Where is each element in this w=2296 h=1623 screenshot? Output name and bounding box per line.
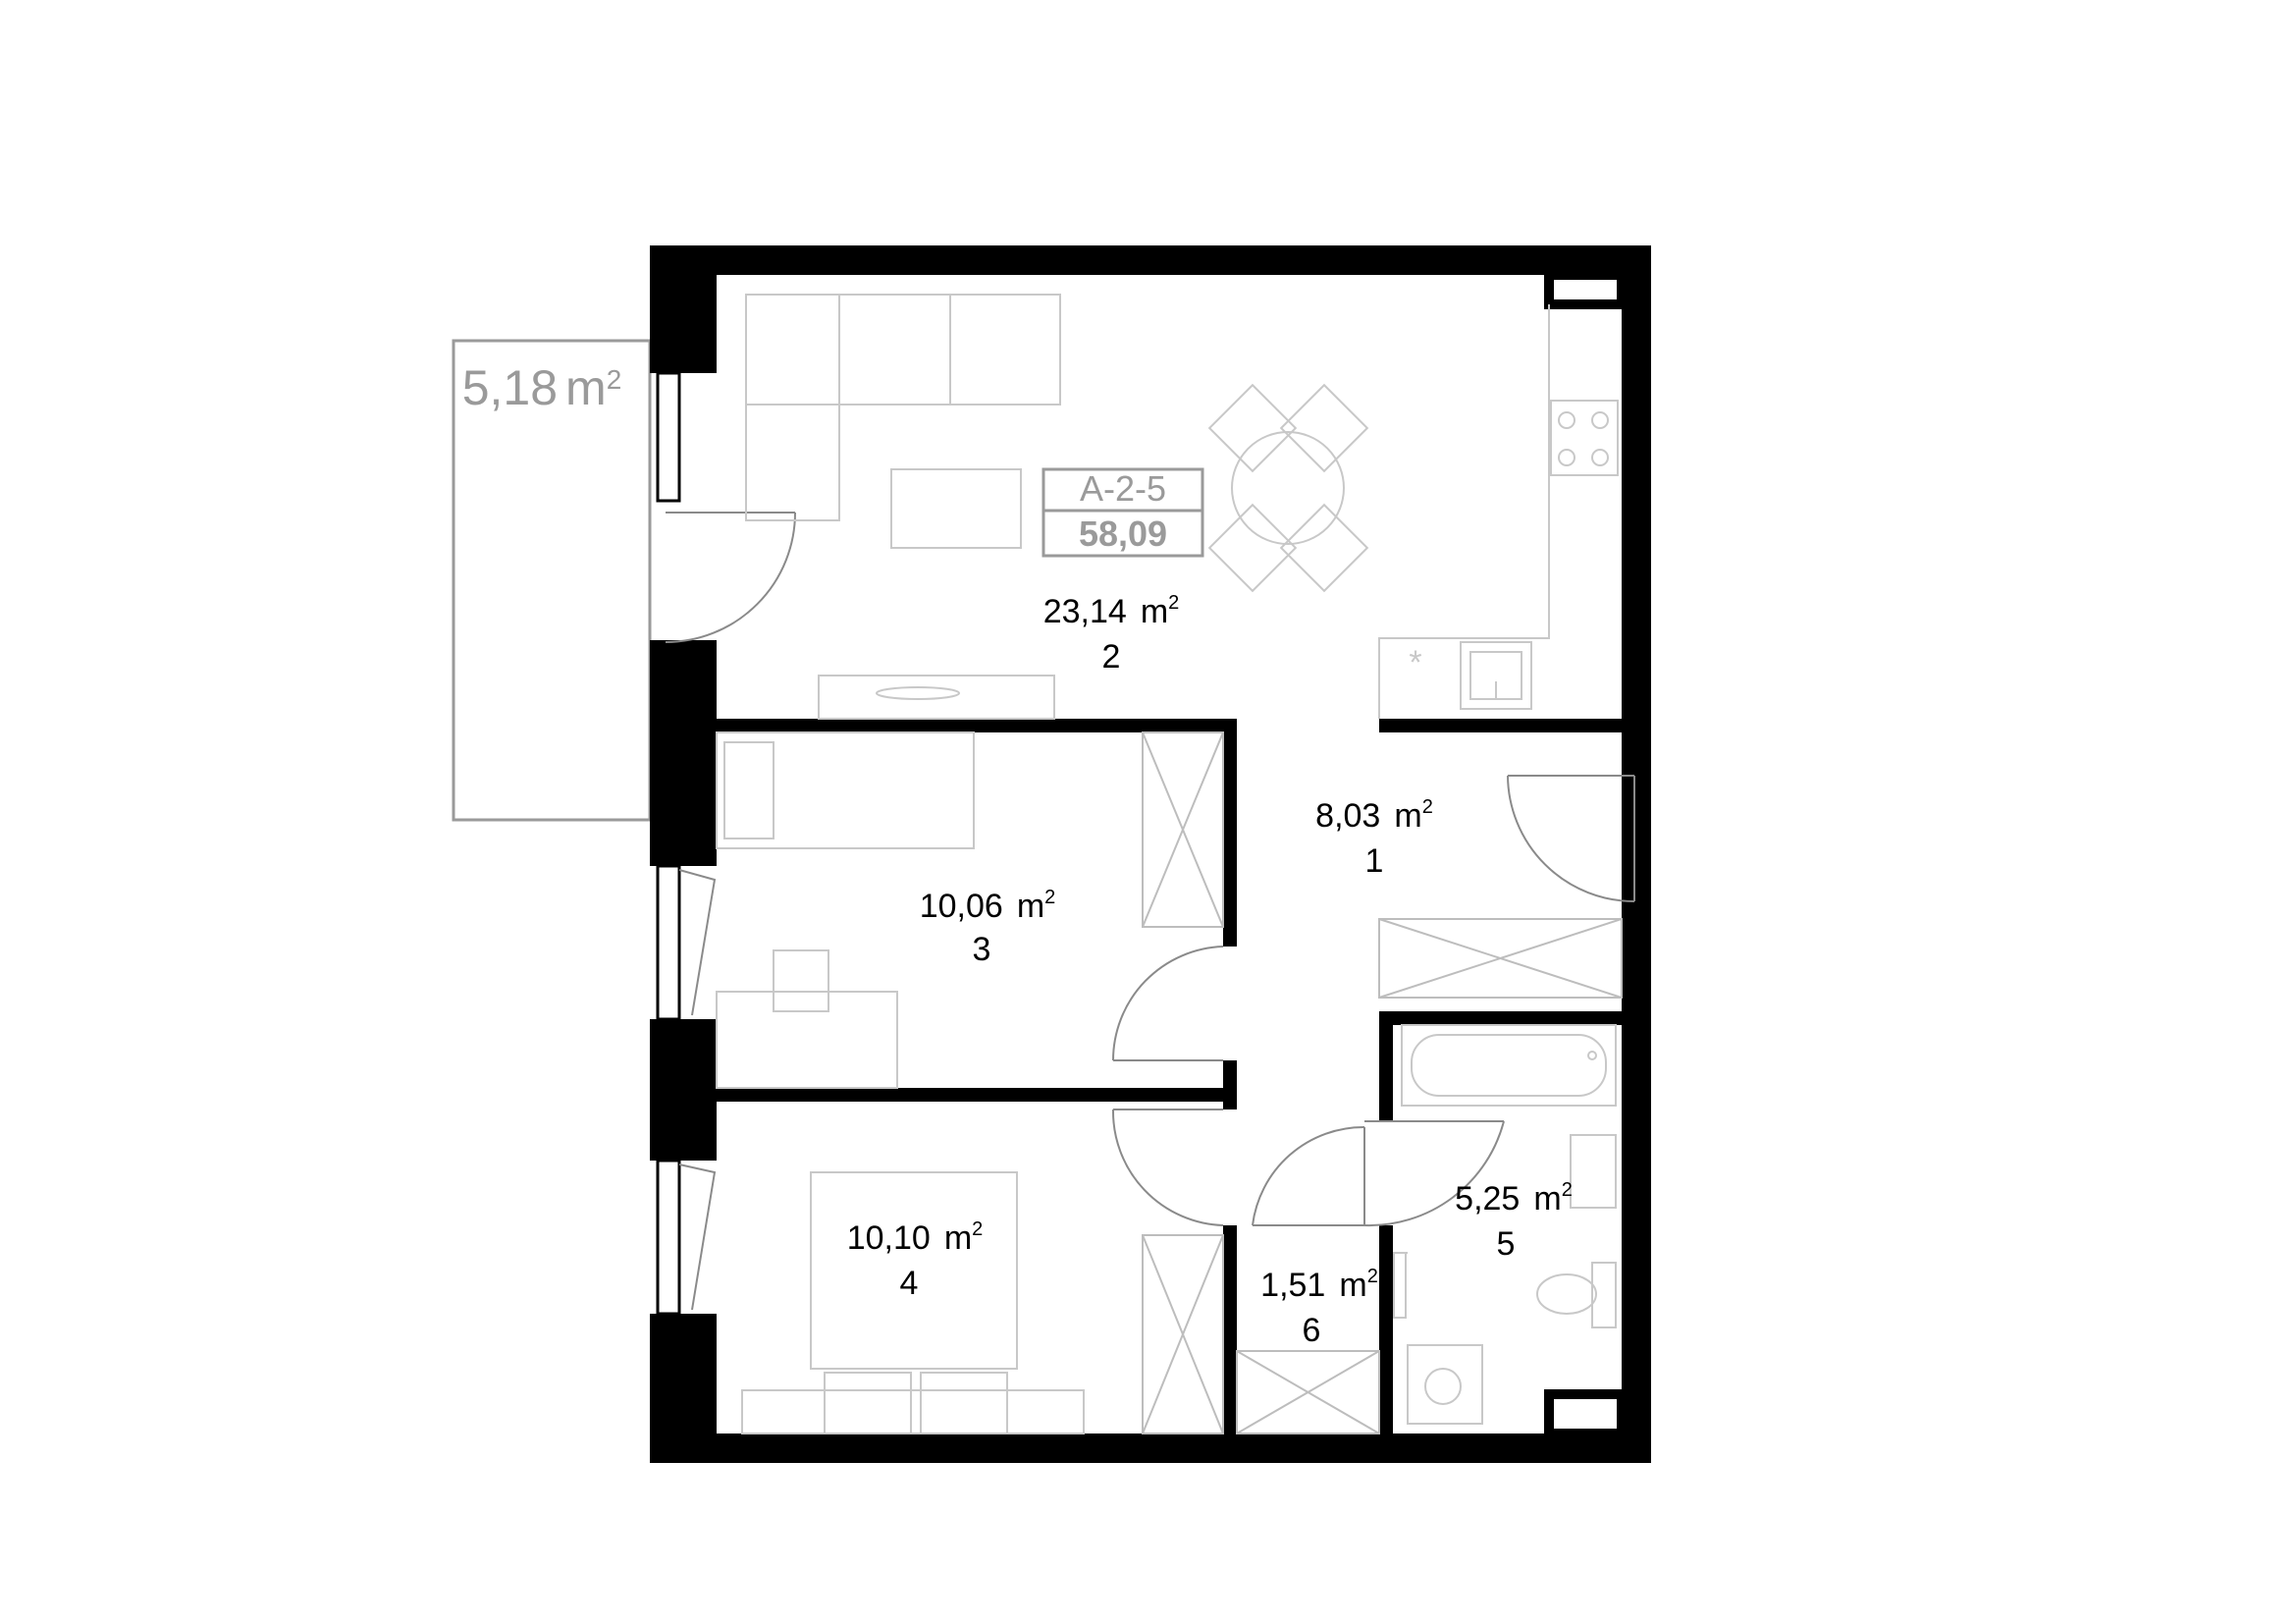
balcony-unit: m <box>565 360 607 415</box>
room-number: 5 <box>1497 1225 1516 1263</box>
room-unit: m <box>1339 1267 1366 1304</box>
room-2-label: 23,14 m2 2 <box>1043 592 1180 676</box>
room-number: 1 <box>1365 842 1384 880</box>
living-furniture: * <box>745 294 1619 720</box>
interior-walls <box>717 719 1650 1434</box>
room-unit: m <box>944 1219 972 1257</box>
bedroom4-door[interactable] <box>1111 1109 1224 1226</box>
room-area: 10,10 <box>847 1219 931 1257</box>
apartment-label-box: A-2-5 58,09 <box>1041 467 1204 558</box>
room-area: 1,51 <box>1260 1267 1325 1304</box>
room-number: 3 <box>973 931 991 968</box>
apartment-total-area: 58,09 <box>1079 514 1167 554</box>
bedroom4-furniture <box>741 1171 1224 1434</box>
room-number: 6 <box>1303 1312 1321 1349</box>
room-3-label: 10,06 m2 3 <box>920 887 1056 968</box>
balcony-area: 5,18 <box>462 360 558 415</box>
doors <box>665 512 1635 1311</box>
room-unit-sup: 2 <box>972 1218 983 1240</box>
room-area: 23,14 <box>1043 593 1127 630</box>
balcony-door[interactable] <box>665 512 796 643</box>
room-area: 10,06 <box>920 888 1003 925</box>
room-5-label: 5,25 m2 5 <box>1455 1179 1573 1263</box>
closet-door[interactable] <box>1252 1125 1365 1226</box>
room-1-label: 8,03 m2 1 <box>1315 796 1433 880</box>
room-6-label: 1,51 m2 6 <box>1260 1266 1378 1349</box>
svg-text:*: * <box>1409 644 1421 681</box>
room-unit-sup: 2 <box>1367 1266 1378 1287</box>
room-unit-sup: 2 <box>1422 796 1433 818</box>
room-unit: m <box>1394 797 1421 835</box>
entrance-door[interactable] <box>1507 775 1635 902</box>
room-number: 2 <box>1102 638 1121 676</box>
bathroom-furniture <box>1393 1024 1617 1425</box>
room-number: 4 <box>900 1265 919 1302</box>
bedroom3-door[interactable] <box>1112 946 1224 1061</box>
bathroom-door[interactable] <box>1363 1120 1505 1227</box>
room-unit: m <box>1141 593 1168 630</box>
outer-walls <box>650 245 1651 1463</box>
bedroom3-furniture <box>716 731 1224 1089</box>
room-area: 8,03 <box>1315 797 1380 835</box>
room-unit-sup: 2 <box>1562 1179 1573 1201</box>
room-4-label: 10,10 m2 4 <box>847 1218 984 1302</box>
room-unit: m <box>1533 1180 1561 1217</box>
hall-furniture <box>1236 918 1623 1434</box>
room-unit: m <box>1017 888 1044 925</box>
apartment-code: A-2-5 <box>1080 468 1166 509</box>
balcony-unit-sup: 2 <box>607 364 622 395</box>
room-unit-sup: 2 <box>1168 592 1179 614</box>
room-unit-sup: 2 <box>1044 887 1055 908</box>
room-area: 5,25 <box>1455 1180 1520 1217</box>
